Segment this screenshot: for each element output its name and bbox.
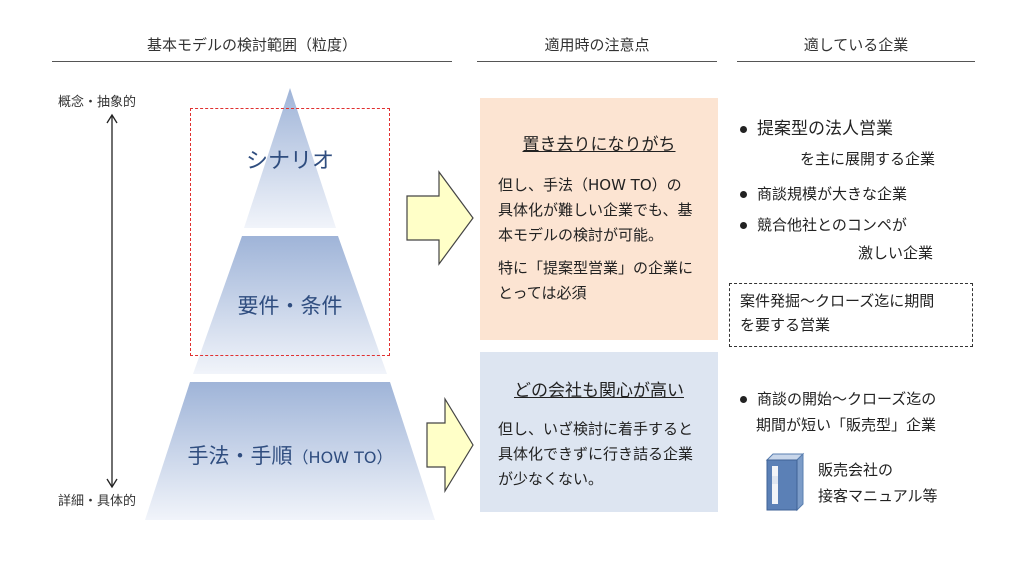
binder-caption-line-2: 接客マニュアル等 (818, 487, 938, 505)
suited-item-competition-cont: 激しい企業 (858, 244, 934, 262)
suited-item-large-deals: 商談規模が大きな企業 (740, 182, 907, 206)
bullet-dot (740, 191, 747, 198)
bullet-dot (740, 222, 747, 229)
upper-panel-line-4: 特に「提案型営業」の企業に (498, 259, 694, 277)
lower-panel-line-3: が少なくない。 (498, 470, 604, 488)
header-suited-companies: 適している企業 (803, 36, 909, 54)
suited-item-competition: 競合他社とのコンペが (740, 213, 907, 237)
lower-panel-title: どの会社も関心が高い (514, 381, 684, 401)
lower-notes-panel: どの会社も関心が高い 但し、いざ検討に着手すると 具体化できずに行き詰る企業 が… (480, 352, 718, 512)
callout-line-2: を要する営業 (740, 316, 831, 334)
upper-notes-panel: 置き去りになりがち 但し、手法（HOW TO）の 具体化が難しい企業でも、基 本… (480, 98, 718, 340)
upper-panel-line-2: 具体化が難しい企業でも、基 (498, 201, 693, 219)
scale-top-label: 概念・抽象的 (58, 95, 137, 110)
header-model-scope: 基本モデルの検討範囲（粒度） (146, 36, 357, 54)
callout-line-1: 案件発掘～クローズ迄に期間 (740, 292, 935, 310)
pyramid-tier-howto (145, 382, 435, 520)
header-application-notes: 適用時の注意点 (544, 36, 650, 54)
bullet-dot (740, 396, 747, 403)
suited-item-short-cycle: 商談の開始～クローズ迄の (740, 387, 936, 411)
granularity-pyramid (145, 88, 435, 520)
lower-panel-line-1: 但し、いざ検討に着手すると (498, 420, 694, 438)
tier-label-scenario: シナリオ (245, 149, 334, 174)
header-divider-notes (477, 61, 717, 62)
tier-label-howto: 手法・手順（HOW TO） (150, 440, 430, 470)
header-divider-model (52, 61, 452, 62)
lower-panel-body: 但し、いざ検討に着手すると 具体化できずに行き詰る企業 が少なくない。 (498, 417, 718, 492)
pyramid-tier-requirements (193, 236, 387, 374)
tier-label-requirements: 要件・条件 (237, 294, 343, 318)
upper-panel-line-3: 本モデルの検討が可能。 (498, 226, 664, 244)
upper-panel-line-5: とっては必須 (498, 284, 587, 302)
upper-panel-title: 置き去りになりがち (522, 135, 676, 155)
upper-panel-body: 但し、手法（HOW TO）の 具体化が難しい企業でも、基 本モデルの検討が可能。… (498, 173, 718, 306)
binder-caption-line-1: 販売会社の (818, 461, 894, 479)
highlight-dashed-box (190, 108, 390, 356)
scale-bottom-label: 詳細・具体的 (58, 494, 137, 509)
long-cycle-callout: 案件発掘～クローズ迄に期間 を要する営業 (729, 283, 973, 347)
lower-arrow-icon (426, 396, 474, 494)
upper-panel-line-1: 但し、手法（HOW TO）の (498, 176, 682, 194)
lower-panel-line-2: 具体化できずに行き詰る企業 (498, 445, 694, 463)
suited-item-short-cycle-cont: 期間が短い「販売型」企業 (756, 416, 937, 434)
tier-label-howto-sub: （HOW TO） (292, 448, 393, 467)
bullet-dot (740, 125, 747, 133)
binder-icon (765, 452, 805, 512)
tier-label-howto-main: 手法・手順 (187, 444, 293, 468)
suited-item-proposal-sales: 提案型の法人営業 (740, 117, 893, 141)
scale-double-arrow (106, 113, 118, 489)
header-divider-suited (737, 61, 975, 62)
pyramid-tier-scenario (244, 88, 336, 228)
upper-arrow-icon (406, 170, 474, 266)
suited-item-proposal-sales-cont: を主に展開する企業 (800, 150, 936, 168)
